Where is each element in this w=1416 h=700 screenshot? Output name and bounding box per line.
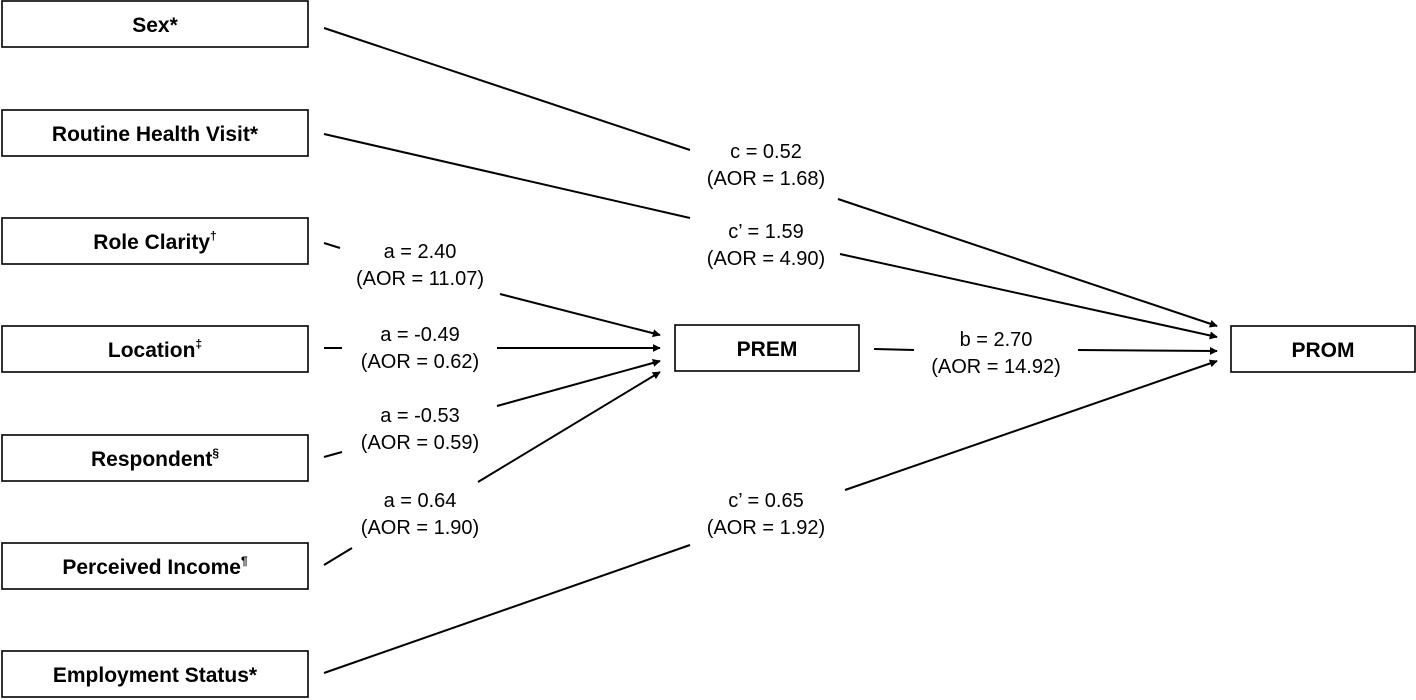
edges <box>323 27 1218 674</box>
label-income-prem-aor: (AOR = 1.90) <box>361 517 479 539</box>
label-prem-prom-coef: b = 2.70 <box>960 329 1033 351</box>
node-perceived-income-mark: ¶ <box>241 554 248 568</box>
node-perceived-income: Perceived Income¶ <box>1 542 309 590</box>
node-respondent: Respondent§ <box>1 434 309 482</box>
node-prem: PREM <box>674 324 860 372</box>
node-respondent-mark: § <box>212 446 219 460</box>
node-sex: Sex* <box>1 0 309 48</box>
edge-employment-to-prom-end <box>844 359 1218 491</box>
edge-routine-to-prom-end <box>839 253 1218 340</box>
node-employment-status-label: Employment Status <box>53 664 249 687</box>
label-respondent-prem-coef: a = -0.53 <box>380 405 460 427</box>
label-role-prem-aor: (AOR = 11.07) <box>356 268 484 290</box>
path-labels: c = 0.52 (AOR = 1.68) c’ = 1.59 (AOR = 4… <box>356 141 1061 539</box>
svg-text:Role Clarity†: Role Clarity† <box>93 229 216 254</box>
label-role-prem-coef: a = 2.40 <box>384 241 457 263</box>
edge-role-to-prem-start <box>323 242 341 249</box>
edge-sex-to-prom-start <box>323 27 691 151</box>
node-routine-health-visit: Routine Health Visit* <box>1 109 309 157</box>
edge-employment-to-prom-start <box>323 544 691 674</box>
svg-text:Employment Status*: Employment Status* <box>53 664 258 687</box>
node-sex-label: Sex <box>132 14 170 37</box>
node-location-label: Location <box>108 339 196 362</box>
label-income-prem-coef: a = 0.64 <box>384 490 457 512</box>
label-employment-prom-coef: c’ = 0.65 <box>728 490 803 512</box>
label-prem-prom-aor: (AOR = 14.92) <box>931 356 1061 378</box>
node-role-clarity-mark: † <box>210 229 217 243</box>
label-routine-prom-coef: c’ = 1.59 <box>728 221 803 243</box>
edge-respondent-to-prem-start <box>323 451 343 458</box>
edge-prem-to-prom-start <box>873 348 915 351</box>
node-prom: PROM <box>1230 325 1416 373</box>
edge-routine-to-prom-start <box>323 133 691 219</box>
label-sex-prom-coef: c = 0.52 <box>730 141 802 163</box>
node-prem-label: PREM <box>737 338 798 361</box>
edge-income-to-prem-end <box>477 371 661 483</box>
label-respondent-prem-aor: (AOR = 0.59) <box>361 432 479 454</box>
label-employment-prom-aor: (AOR = 1.92) <box>707 517 825 539</box>
svg-text:Routine Health Visit*: Routine Health Visit* <box>52 123 259 146</box>
node-role-clarity: Role Clarity† <box>1 217 309 265</box>
node-routine-health-visit-label: Routine Health Visit <box>52 123 250 146</box>
label-routine-prom-aor: (AOR = 4.90) <box>707 248 825 270</box>
node-respondent-label: Respondent <box>91 448 212 471</box>
edge-sex-to-prom-end <box>837 198 1218 328</box>
node-employment-status-mark: * <box>249 664 258 687</box>
node-perceived-income-label: Perceived Income <box>62 556 241 579</box>
svg-text:Respondent§: Respondent§ <box>91 446 219 471</box>
label-location-prem-aor: (AOR = 0.62) <box>361 351 479 373</box>
label-location-prem-coef: a = -0.49 <box>380 324 460 346</box>
node-role-clarity-label: Role Clarity <box>93 231 210 254</box>
edge-respondent-to-prem-end <box>496 359 661 407</box>
svg-text:Location‡: Location‡ <box>108 337 202 362</box>
edge-role-to-prem-end <box>499 293 661 338</box>
node-sex-mark: * <box>170 14 179 37</box>
label-sex-prom-aor: (AOR = 1.68) <box>707 168 825 190</box>
node-prom-label: PROM <box>1292 339 1355 362</box>
node-location-mark: ‡ <box>195 337 202 351</box>
edge-prem-to-prom-end <box>1077 346 1218 355</box>
svg-text:Perceived Income¶: Perceived Income¶ <box>62 554 248 579</box>
node-location: Location‡ <box>1 325 309 373</box>
node-employment-status: Employment Status* <box>1 650 309 698</box>
svg-text:Sex*: Sex* <box>132 14 178 37</box>
edge-income-to-prem-start <box>323 547 353 566</box>
node-routine-health-visit-mark: * <box>250 123 259 146</box>
